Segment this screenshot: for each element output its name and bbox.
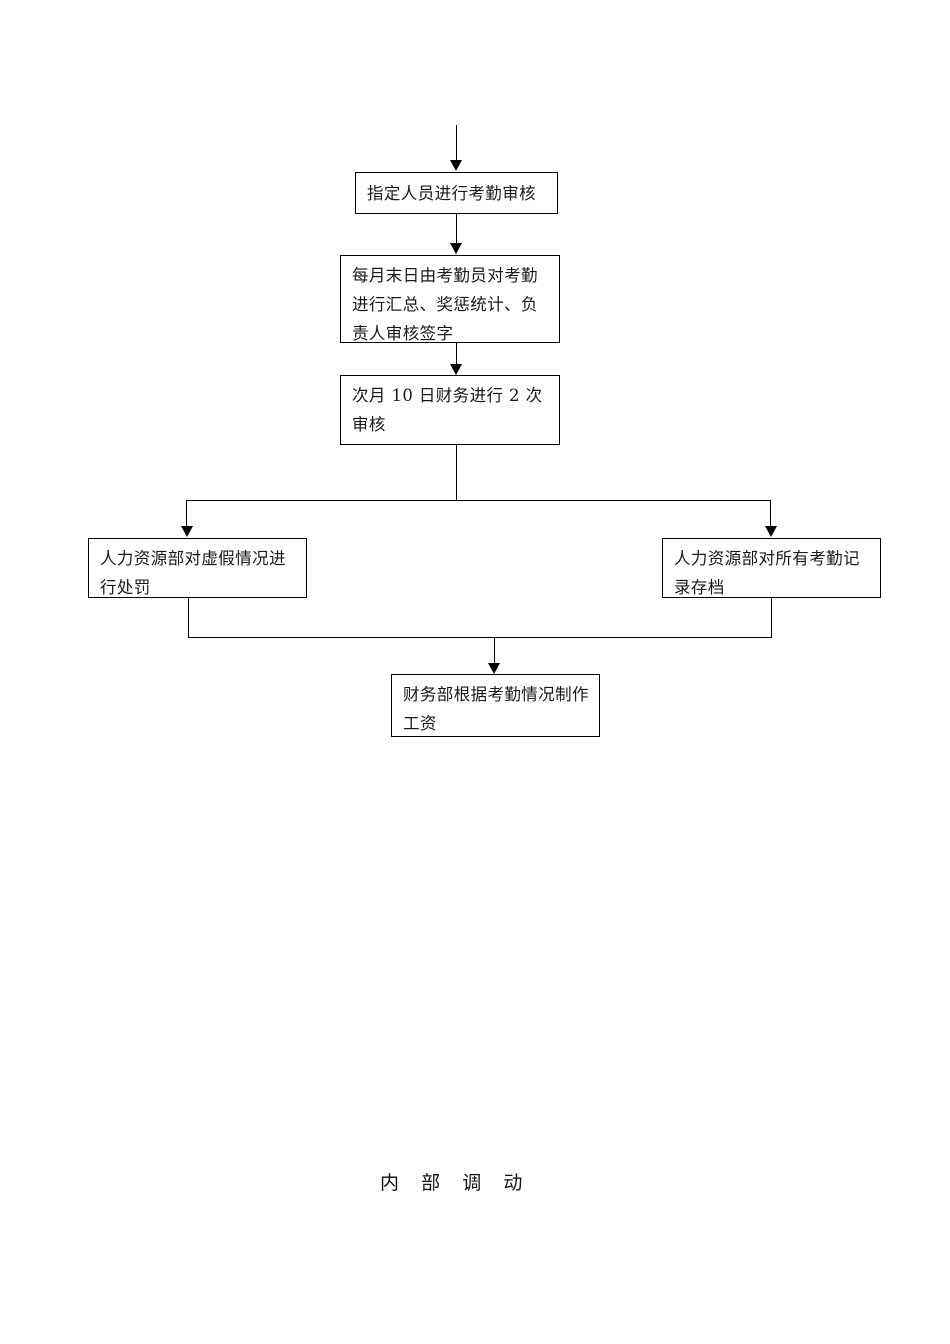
edge-n2-to-n3-line [456, 343, 457, 365]
edge-merge-to-n6-arrowhead [488, 663, 500, 674]
flow-node-finance-second-review[interactable]: 次月 10 日财务进行 2 次审核 [340, 375, 560, 445]
edge-n1-to-n2-arrowhead [450, 243, 462, 254]
edge-split-to-n5-arrowhead [765, 526, 777, 537]
edge-entry-to-n1-arrowhead [450, 160, 462, 171]
edge-n1-to-n2-line [456, 214, 457, 244]
edge-split-bus [186, 500, 771, 501]
flow-node-hr-penalty-false-records[interactable]: 人力资源部对虚假情况进行处罚 [88, 538, 307, 598]
flow-node-hr-archive-attendance[interactable]: 人力资源部对所有考勤记录存档 [662, 538, 881, 598]
section-title-internal-transfer: 内 部 调 动 [380, 1172, 524, 1194]
edge-n3-split-stem [456, 445, 457, 500]
flow-node-monthly-summary-signoff[interactable]: 每月末日由考勤员对考勤进行汇总、奖惩统计、负责人审核签字 [340, 255, 560, 343]
edge-merge-bus [188, 637, 772, 638]
edge-split-to-n4-drop [186, 500, 187, 527]
edge-entry-to-n1-line [456, 125, 457, 162]
edge-n2-to-n3-arrowhead [450, 364, 462, 375]
edge-split-to-n5-drop [770, 500, 771, 527]
edge-n4-merge-stem [188, 598, 189, 638]
flow-node-specified-personnel-review[interactable]: 指定人员进行考勤审核 [355, 172, 558, 214]
edge-n5-merge-stem [771, 598, 772, 638]
flow-node-finance-payroll[interactable]: 财务部根据考勤情况制作工资 [391, 674, 600, 737]
edge-split-to-n4-arrowhead [181, 526, 193, 537]
edge-merge-to-n6-stem [494, 637, 495, 664]
